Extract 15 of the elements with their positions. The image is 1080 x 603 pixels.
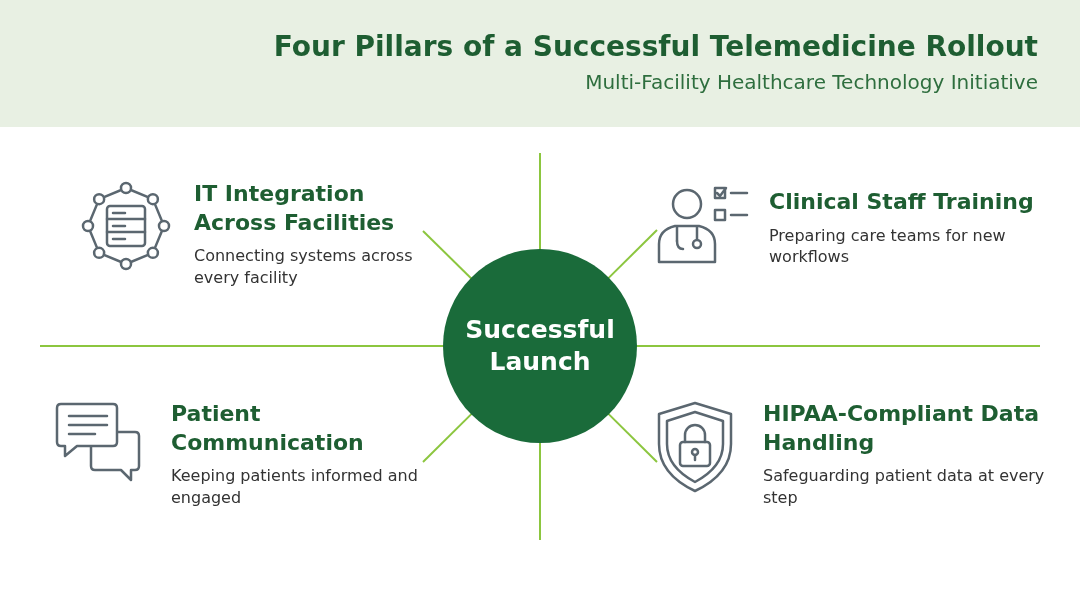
connector-line [607, 412, 658, 463]
pillar-heading: IT Integration Across Facilities [194, 180, 396, 237]
center-label: Successful Launch [465, 313, 615, 378]
connector-line [422, 230, 473, 280]
pillar-heading: Clinical Staff Training [769, 188, 1035, 216]
subtitle: Multi-Facility Healthcare Technology Initiative [585, 70, 1038, 94]
connector-line [607, 229, 658, 280]
pillar-description: Safeguarding patient data at every step [763, 465, 1045, 509]
pillar-heading: HIPAA-Compliant Data Handling [763, 400, 1041, 457]
pillar-heading: Patient Communication [171, 400, 365, 457]
connector-line [422, 412, 473, 463]
pillar-description: Keeping patients informed and engaged [171, 465, 419, 509]
title: Four Pillars of a Successful Telemedicine Rollout [273, 30, 1038, 63]
pillar-description: Preparing care teams for new workflows [769, 224, 1007, 268]
pillar-description: Connecting systems across every facility [194, 245, 414, 289]
